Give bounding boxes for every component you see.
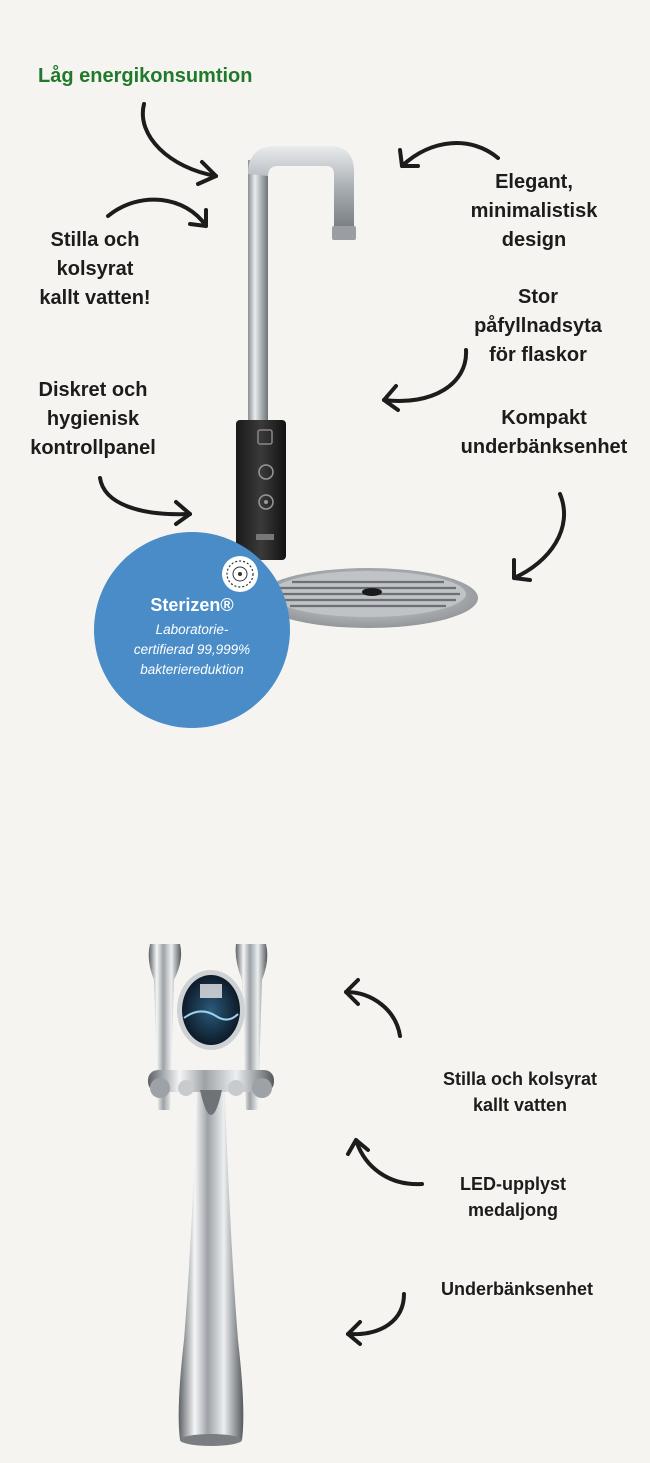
arrow-underbench [346, 1292, 406, 1346]
label-line: kallt vatten! [39, 287, 151, 309]
control-panel [236, 420, 286, 560]
arrow-led [346, 1138, 424, 1187]
faucet-image [236, 146, 478, 628]
label-line: Kompakt [501, 407, 587, 429]
label-line: LED-upplyst [460, 1174, 566, 1194]
faucet-pipe [248, 160, 268, 430]
label-underbench-unit: Underbänksenhet [440, 1279, 594, 1299]
arrow-panel [98, 476, 192, 526]
left-tap-arm [148, 944, 182, 1110]
label-still-sparkling: Stilla och kolsyrat kallt vatten! [20, 226, 170, 313]
label-elegant-design: Elegant, minimalistisk design [454, 168, 614, 255]
tower-column [178, 1070, 244, 1440]
faucet-spout [248, 146, 354, 230]
label-control-panel: Diskret och hygienisk kontrollpanel [16, 376, 170, 463]
label-line: Diskret och [38, 379, 148, 401]
tap-tower-image [148, 944, 274, 1446]
badge-line: Laboratorie- [155, 622, 229, 637]
badge-title: Sterizen® [150, 595, 234, 615]
badge-line: bakteriereduktion [140, 662, 244, 677]
label-refill-area: Stor påfyllnadsyta för flaskor [458, 283, 618, 370]
led-medallion [182, 975, 240, 1045]
label-line: Elegant, [495, 171, 573, 193]
arrow-still [106, 197, 208, 228]
arrow-still-cold [344, 978, 402, 1038]
label-still-sparkling-cold: Stilla och kolsyrat kallt vatten [420, 1066, 620, 1118]
label-low-energy: Låg energikonsumtion [38, 65, 253, 87]
arrow-compact [512, 492, 567, 582]
label-line: minimalistisk [470, 200, 598, 222]
label-line: medaljong [467, 1200, 558, 1220]
sterizen-badge: Sterizen® Laboratorie- certifierad 99,99… [94, 532, 290, 728]
arrow-refill [382, 348, 469, 412]
arrow-energy [140, 102, 218, 186]
label-line: kontrollpanel [30, 437, 156, 459]
label-line: kolsyrat [56, 258, 134, 280]
arrow-design [398, 141, 500, 168]
label-line: hygienisk [46, 408, 140, 430]
label-line: påfyllnadsyta [474, 315, 602, 337]
badge-subtitle: Laboratorie- certifierad 99,999% bakteri… [94, 620, 290, 680]
label-line: Stilla och [50, 229, 140, 251]
label-line: för flaskor [489, 344, 587, 366]
certificate-seal-icon [222, 556, 258, 592]
label-line: kallt vatten [472, 1095, 568, 1115]
label-line: design [501, 229, 567, 251]
label-line: Stor [518, 286, 558, 308]
label-compact-unit: Kompakt underbänksenhet [444, 404, 644, 462]
label-line: underbänksenhet [460, 436, 628, 458]
right-tap-arm [235, 944, 268, 1110]
label-led-medallion: LED-upplyst medaljong [430, 1171, 596, 1223]
badge-line: certifierad 99,999% [133, 642, 251, 657]
label-line: Stilla och kolsyrat [442, 1069, 598, 1089]
